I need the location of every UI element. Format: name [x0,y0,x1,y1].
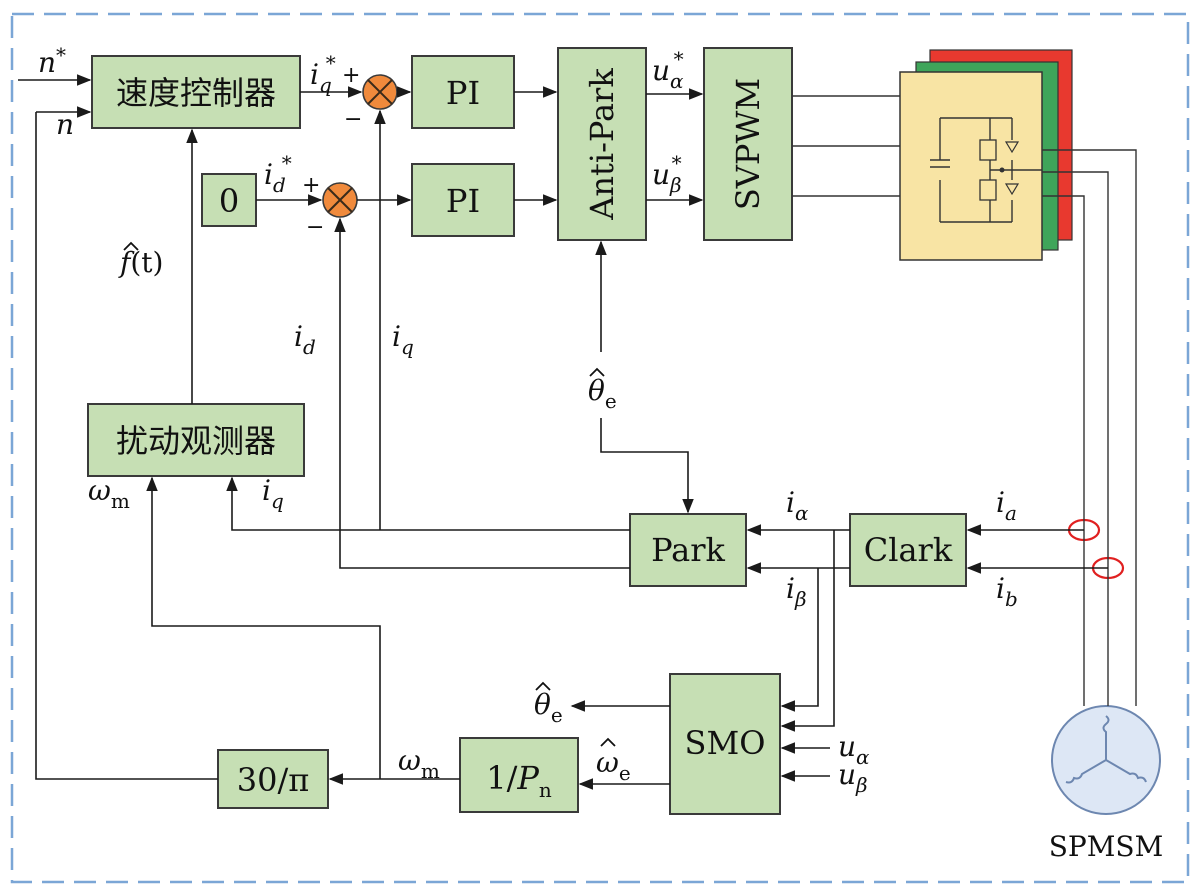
label-u-beta: uβ [838,758,868,797]
smo-label: SMO [685,724,766,762]
disturbance-observer-block: 扰动观测器 [87,403,305,477]
zero-label: 0 [219,182,239,220]
label-n-star: n* [38,43,66,79]
label-theta-e-upper: θe [588,374,617,413]
label-id: id [294,320,316,359]
label-n: n [56,108,74,141]
speed-controller-block: 速度控制器 [91,55,301,129]
label-i-a: ia [996,486,1017,525]
sum-junction-q [362,74,398,110]
label-iq-star: iq* [310,51,336,97]
label-id-star: id* [264,151,292,197]
label-i-alpha: iα [786,486,809,525]
inverter-icon [899,49,1073,261]
clark-block: Clark [849,513,967,587]
label-i-b: ib [996,572,1018,611]
inverse-pole-pairs-label: 1/Pn [486,759,552,802]
label-iq: iq [392,320,414,359]
pi-q-block: PI [411,55,515,129]
system-boundary [10,12,1190,884]
label-u-alpha-star: uα* [652,47,684,93]
label-iq-observer: iq [262,474,284,513]
pi-q-label: PI [446,74,480,112]
speed-controller-label: 速度控制器 [116,74,276,112]
label-u-alpha: uα [838,730,870,769]
sum-d-plus: + [302,173,320,198]
smo-block: SMO [669,673,781,815]
label-omega-e: ωe [596,746,631,785]
sum-junction-d [322,182,358,218]
park-block: Park [629,513,747,587]
sum-q-plus: + [342,63,360,88]
label-i-beta: iβ [786,572,807,611]
sum-d-minus: − [306,215,324,240]
label-f-hat: f(t) [118,246,163,279]
label-u-beta-star: uβ* [652,151,682,197]
motor-label: SPMSM [1049,830,1164,863]
clark-label: Clark [864,531,953,569]
gain-30-pi-label: 30/π [237,761,310,799]
disturbance-observer-label: 扰动观测器 [116,422,276,460]
zero-reference-block: 0 [201,173,257,227]
label-omega-m: ωm [398,744,440,783]
inverse-pole-pairs-block: 1/Pn [459,737,579,813]
anti-park-label: Anti-Park [583,68,621,221]
svpwm-block: SVPWM [703,47,793,241]
label-omega-m-observer: ωm [88,474,130,513]
gain-30-pi-block: 30/π [217,749,329,809]
pi-d-block: PI [411,163,515,237]
anti-park-block: Anti-Park [557,47,647,241]
pi-d-label: PI [446,182,480,220]
motor-spmsm-icon [1051,705,1161,815]
label-theta-e-smo: θe [534,688,563,727]
sum-q-minus: − [344,107,362,132]
park-label: Park [651,531,725,569]
svpwm-label: SVPWM [729,78,767,210]
